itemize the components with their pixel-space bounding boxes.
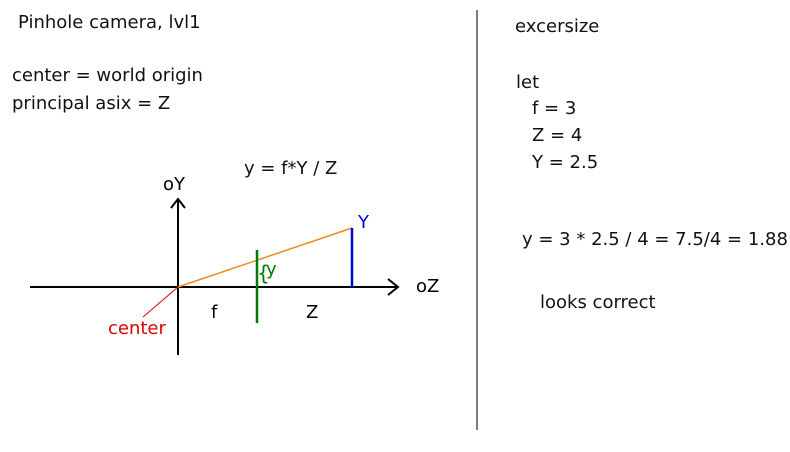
projection-ray — [177, 227, 353, 288]
exercise-title: excersize — [515, 16, 600, 37]
object-height-label: Y — [357, 212, 370, 233]
center-pointer — [142, 286, 179, 318]
image-brace: { — [257, 261, 270, 285]
y-axis-arrowhead — [170, 197, 186, 209]
projection-formula: y = f*Y / Z — [244, 158, 338, 179]
let-label: let — [516, 72, 540, 93]
axis-z-label: oZ — [416, 276, 439, 297]
page-title: Pinhole camera, lvl1 — [18, 12, 201, 33]
depth-label: Z — [306, 302, 318, 323]
conclusion: looks correct — [540, 292, 656, 313]
note-principal-axis: principal asix = Z — [12, 93, 171, 114]
center-label: center — [108, 318, 167, 339]
note-center: center = world origin — [12, 65, 203, 86]
var-z: Z = 4 — [532, 125, 583, 146]
focal-length-label: f — [211, 302, 218, 323]
var-f: f = 3 — [532, 98, 577, 119]
axis-y-label: oY — [163, 174, 186, 195]
image-height-label: y — [266, 259, 277, 280]
var-y: Y = 2.5 — [532, 152, 599, 173]
calculation: y = 3 * 2.5 / 4 = 7.5/4 = 1.88 — [522, 229, 788, 250]
z-axis-arrowhead — [387, 278, 400, 296]
